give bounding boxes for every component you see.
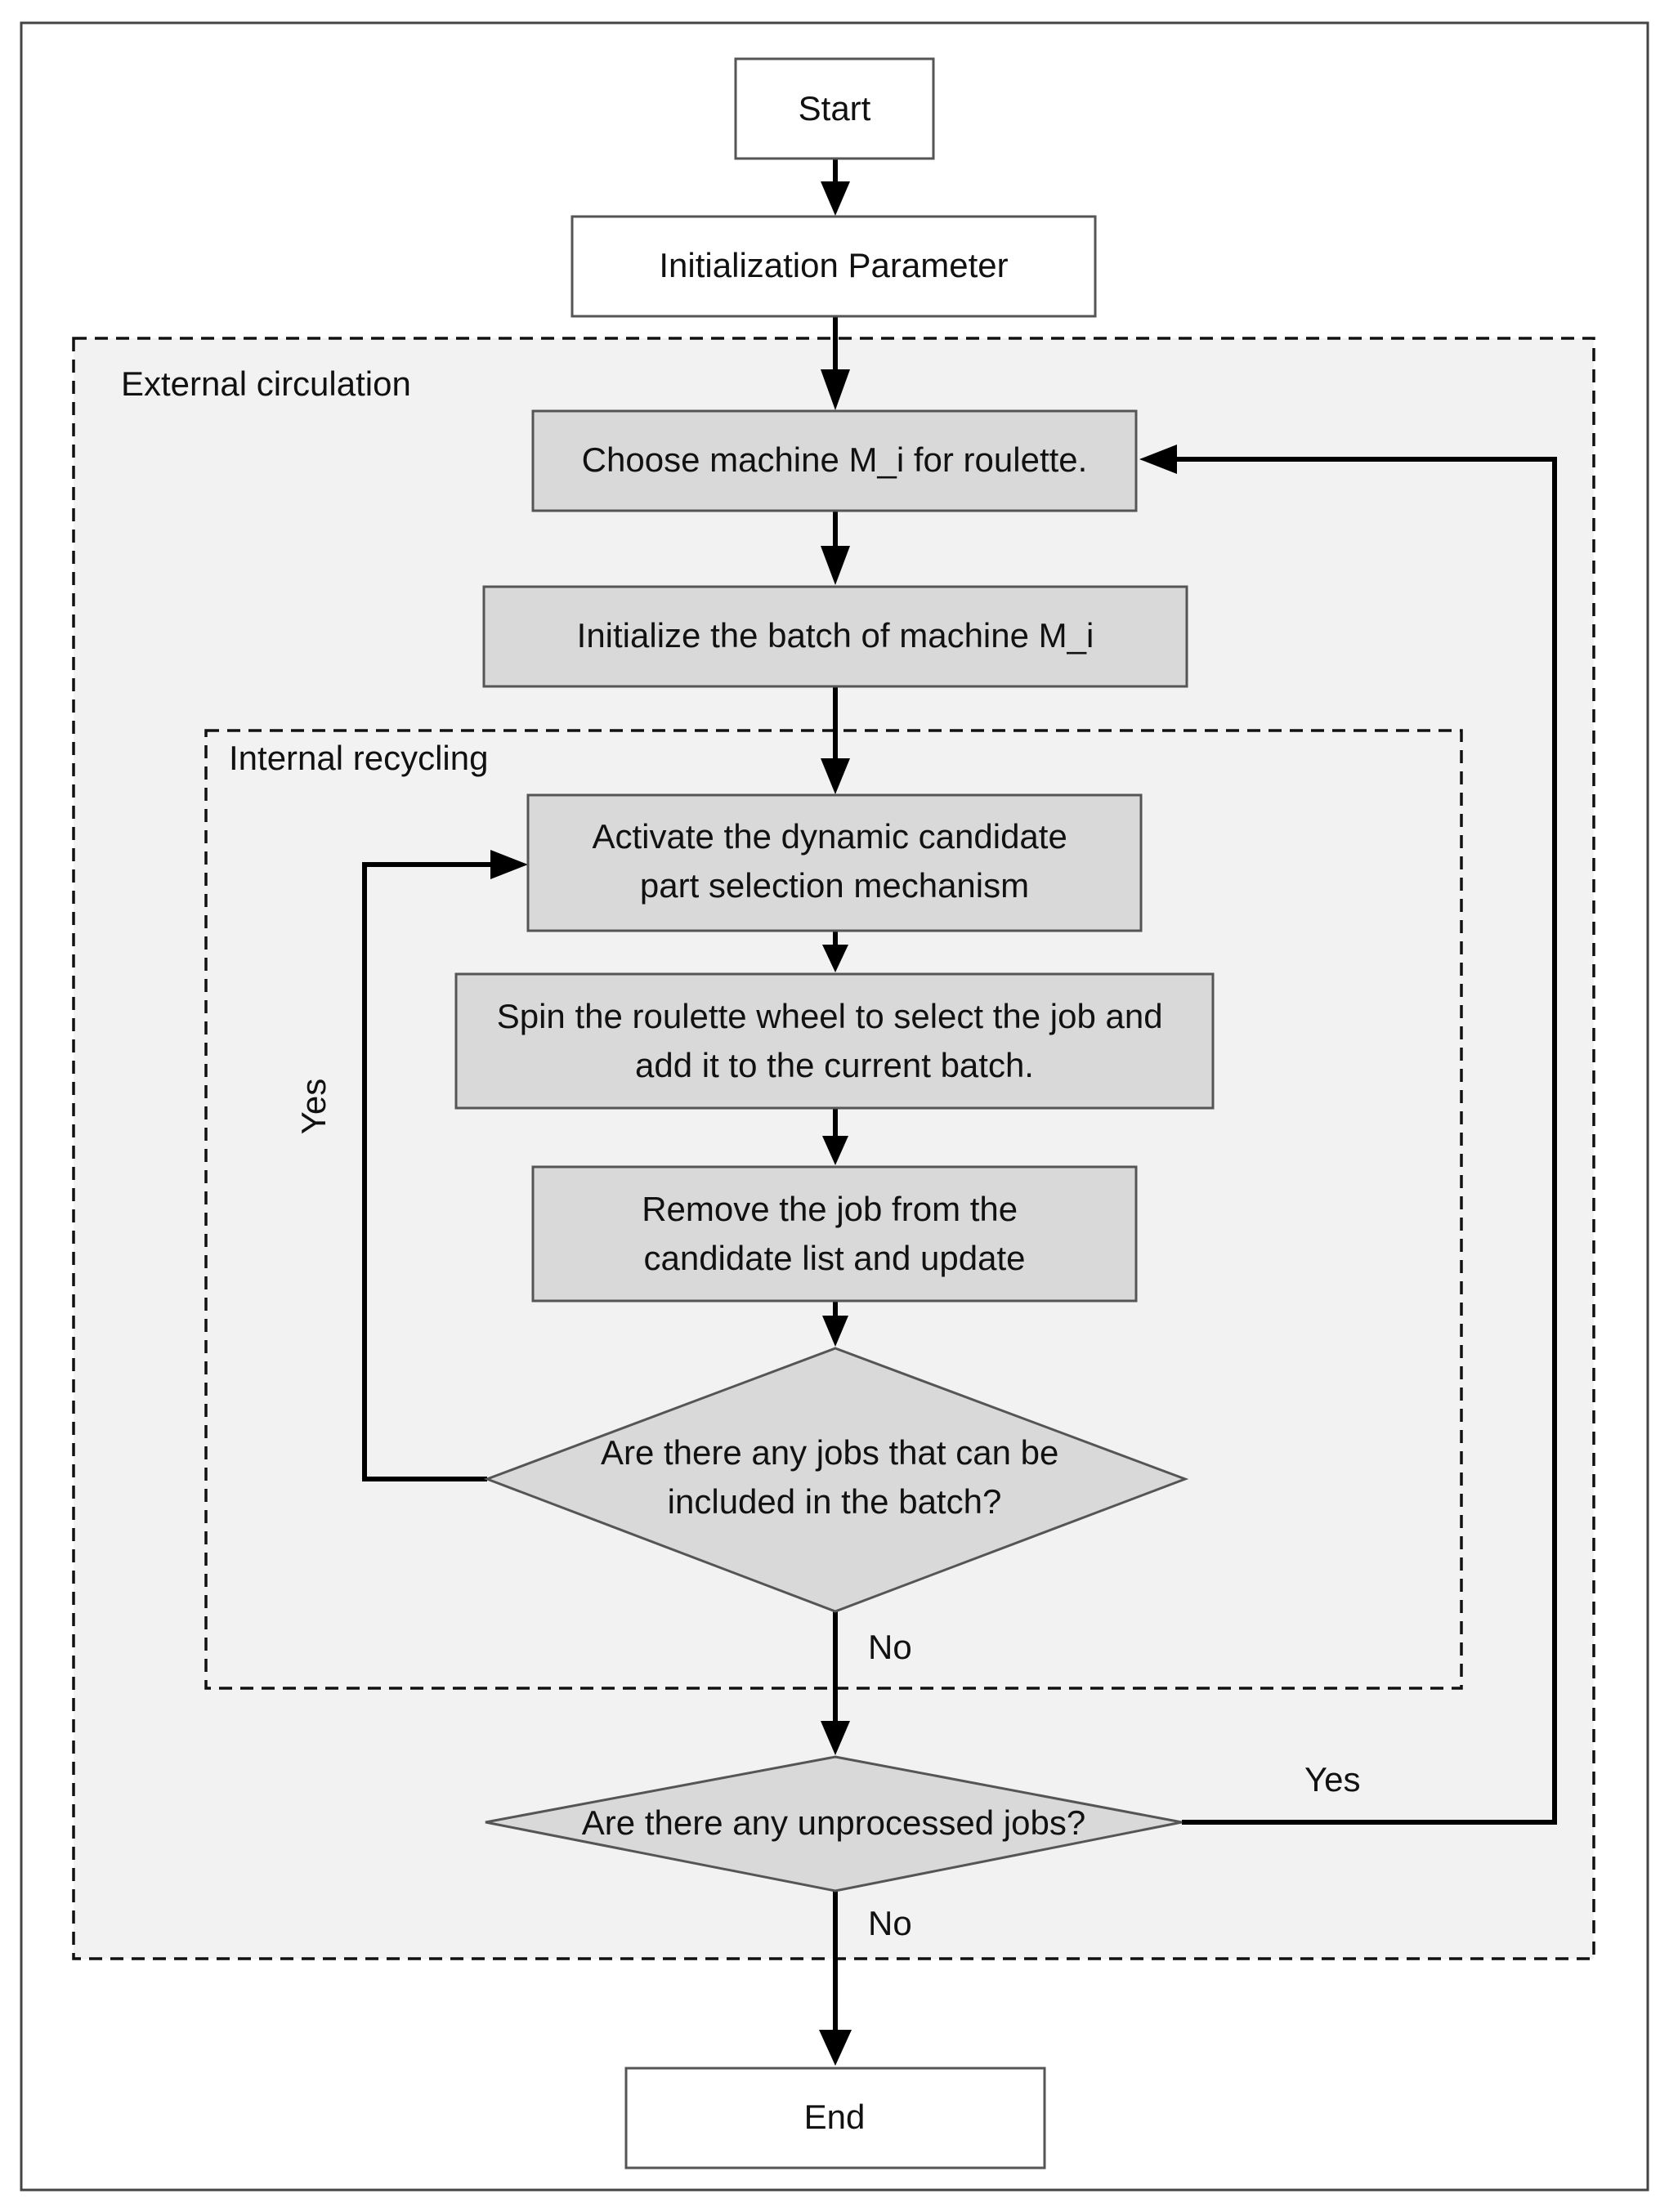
arrowhead-choose: [821, 369, 850, 410]
arrowheads: [490, 181, 1177, 2066]
choose-machine-text: Choose machine M_i for roulette.: [582, 440, 1088, 479]
decision-unprocessed-jobs: [485, 1755, 1183, 1892]
init-parameter-node: [571, 215, 1097, 318]
arrowhead-end: [819, 2030, 852, 2066]
arrowhead-activate-loop: [490, 850, 528, 879]
decision-jobs-in-batch-text: Are there any jobs that can be included …: [601, 1433, 1068, 1521]
start-node-text: Start: [799, 89, 871, 127]
decision-jobs-in-batch: [483, 1347, 1189, 1613]
end-node-text: End: [804, 2098, 866, 2136]
arrowhead-remove: [822, 1136, 848, 1165]
arrowhead-spin: [822, 945, 848, 972]
end-node: [624, 2067, 1046, 2170]
choose-machine-node: [531, 409, 1138, 512]
arrowhead-batch: [821, 546, 850, 585]
outer-no-label: No: [868, 1904, 912, 1942]
edge-decision2-yes-loop: [1170, 457, 1557, 1825]
start-node: [734, 57, 935, 160]
init-parameter-text: Initialization Parameter: [659, 246, 1008, 284]
arrowhead-activate: [821, 758, 850, 794]
arrowhead-choose-loop: [1139, 445, 1177, 474]
external-circulation-label: External circulation: [121, 364, 411, 403]
edge-decision1-yes-loop: [362, 862, 500, 1481]
spin-roulette-node: [454, 972, 1215, 1110]
activate-mechanism-node: [526, 793, 1143, 932]
init-batch-text: Initialize the batch of machine M_i: [577, 616, 1094, 655]
remove-job-node: [531, 1165, 1138, 1303]
arrowhead-decision2: [821, 1721, 850, 1755]
arrowhead-decision1: [822, 1316, 848, 1347]
spin-roulette-text: Spin the roulette wheel to select the jo…: [497, 997, 1173, 1084]
activate-mechanism-text: Activate the dynamic candidate part sele…: [592, 817, 1076, 905]
decision-unprocessed-jobs-text: Are there any unprocessed jobs?: [582, 1803, 1085, 1842]
inner-yes-label: Yes: [294, 1079, 333, 1135]
inner-no-label: No: [868, 1628, 912, 1666]
remove-job-text: Remove the job from the candidate list a…: [642, 1190, 1027, 1277]
outer-yes-label: Yes: [1304, 1760, 1361, 1799]
init-batch-node: [482, 585, 1188, 688]
arrowhead-init: [821, 181, 850, 216]
internal-recycling-label: Internal recycling: [229, 739, 488, 777]
